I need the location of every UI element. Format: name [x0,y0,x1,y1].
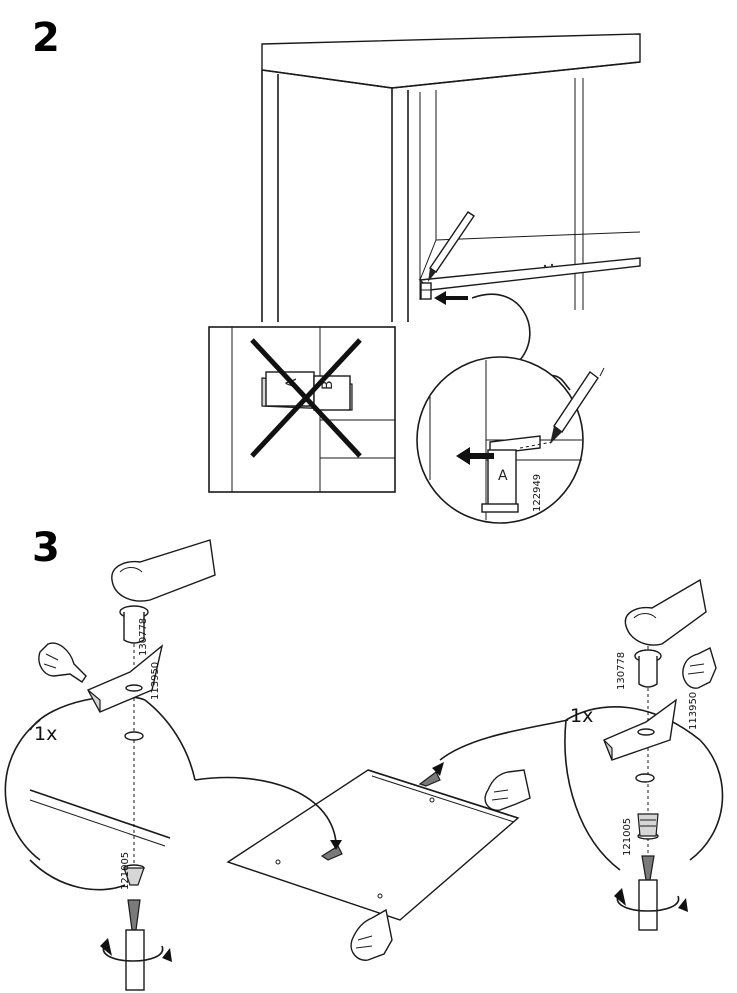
callout-curve-left [194,776,337,843]
correct-detail-circle: A 122949 [416,356,584,524]
pencil-small-icon [428,211,475,282]
plug-130778 [119,605,149,644]
right-detail-circle [564,640,724,880]
left-detail-circle [4,620,196,891]
quantity-label-right: 1x [570,705,593,727]
hand-pointer-left-icon [38,642,87,683]
pencil-marking-icon [550,367,605,444]
screw-code-left: 121005 [120,852,131,890]
clip-small [420,282,432,300]
bracket-113950-right [603,698,677,761]
finger-press-right-icon [624,578,707,646]
hand-pointer-right-icon [682,647,717,689]
hand-pointer-center-top-icon [484,769,531,811]
screwdriver-left-icon [100,899,172,991]
step-number-2: 2 [32,15,60,61]
step-number-3: 3 [32,525,60,571]
part-a-label-correct: A [498,468,508,484]
shelf-unit-frame [261,33,641,322]
hand-pointer-center-bottom-icon [350,908,393,961]
screw-121005-right [637,813,659,840]
plug-130778-right [634,649,662,688]
screw-code-right: 121005 [622,818,633,856]
bracket-113950 [87,644,164,713]
screw-121005 [123,864,145,886]
callout-curve-right [439,719,569,761]
push-arrow-small-icon [434,291,468,305]
finger-press-left-icon [111,539,216,602]
part-b-label-wrong: B [320,380,336,390]
bracket-code-right: 113950 [688,692,699,730]
plug-code-left: 130778 [138,618,149,656]
plug-code-right: 130778 [616,652,627,690]
board-panel [226,769,520,921]
bracket-code-left: 113950 [150,662,161,700]
clip-code: 122949 [532,474,543,512]
quantity-label-left: 1x [34,723,57,745]
wrong-orientation-panel: A B [208,326,396,493]
push-arrow-icon [456,447,494,465]
screwdriver-right-icon [614,855,688,931]
